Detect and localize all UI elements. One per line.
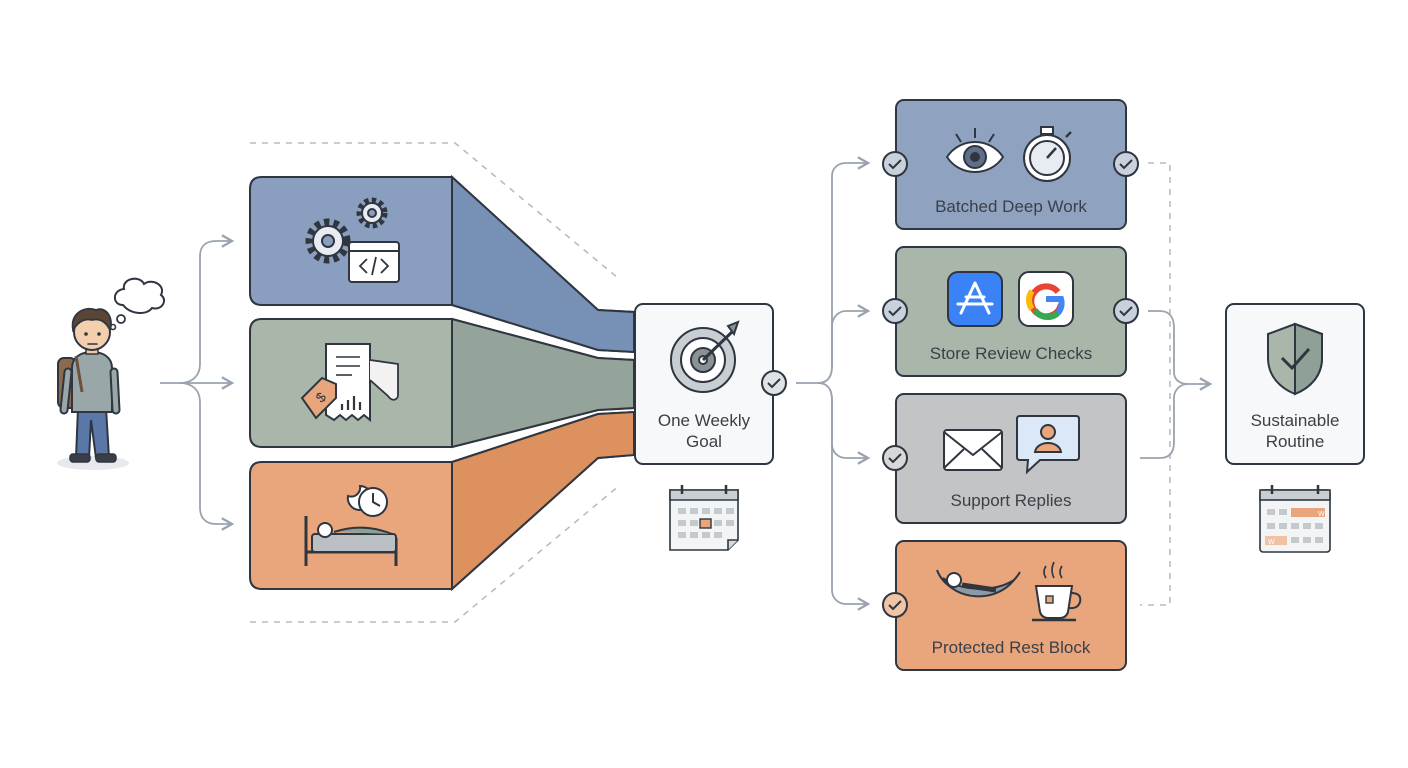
check-icon [1113,298,1139,324]
person-illustration [57,277,165,470]
task-card-deep-work[interactable]: Batched Deep Work [895,99,1127,230]
check-icon [882,298,908,324]
stream-development [249,174,635,354]
google-icon [1018,271,1074,327]
task-card-rest[interactable]: Protected Rest Block [895,540,1127,671]
input-connectors [160,234,235,531]
hammock-icon [936,569,1021,598]
stopwatch-icon [1023,126,1072,182]
envelope-icon [943,429,1003,471]
check-markers [882,151,1139,618]
thought-bubble-icon [109,277,165,331]
target-icon [670,320,740,393]
bed-moon-clock-icon [304,484,398,566]
dashed-guides [250,142,1171,623]
tea-cup-icon [1032,561,1082,622]
chat-user-icon [1016,415,1080,475]
weekly-calendar-icon: W W [1259,485,1331,553]
task-label-support: Support Replies [951,491,1072,510]
task-label-rest: Protected Rest Block [932,638,1091,657]
task-label-deep-work: Batched Deep Work [935,197,1087,216]
outcome-card[interactable]: Sustainable Routine [1225,303,1365,465]
receipt-tag-icon: $ [300,343,399,423]
shield-check-icon [1267,322,1323,396]
outcome-connectors [1140,310,1213,459]
task-connectors [796,156,871,611]
center-label-line2: Goal [686,432,722,451]
app-store-icon [947,271,1003,327]
check-icon [1113,151,1139,177]
gears-code-icon [305,197,400,283]
check-icon [882,151,908,177]
task-label-store-review: Store Review Checks [930,344,1093,363]
center-goal-card[interactable]: One Weekly Goal [634,303,774,465]
check-icon [882,445,908,471]
calendar-badge-top: W [1318,511,1325,518]
calendar-icon [669,485,739,551]
task-card-support[interactable]: Support Replies [895,393,1127,524]
calendar-badge-bottom: W [1268,539,1275,546]
check-icon [882,592,908,618]
outcome-label-line2: Routine [1266,432,1325,451]
center-label-line1: One Weekly [658,411,751,430]
center-check-icon [761,370,787,396]
outcome-label-line1: Sustainable [1251,411,1340,430]
eye-icon [945,128,1005,173]
task-card-store-review[interactable]: Store Review Checks [895,246,1127,377]
